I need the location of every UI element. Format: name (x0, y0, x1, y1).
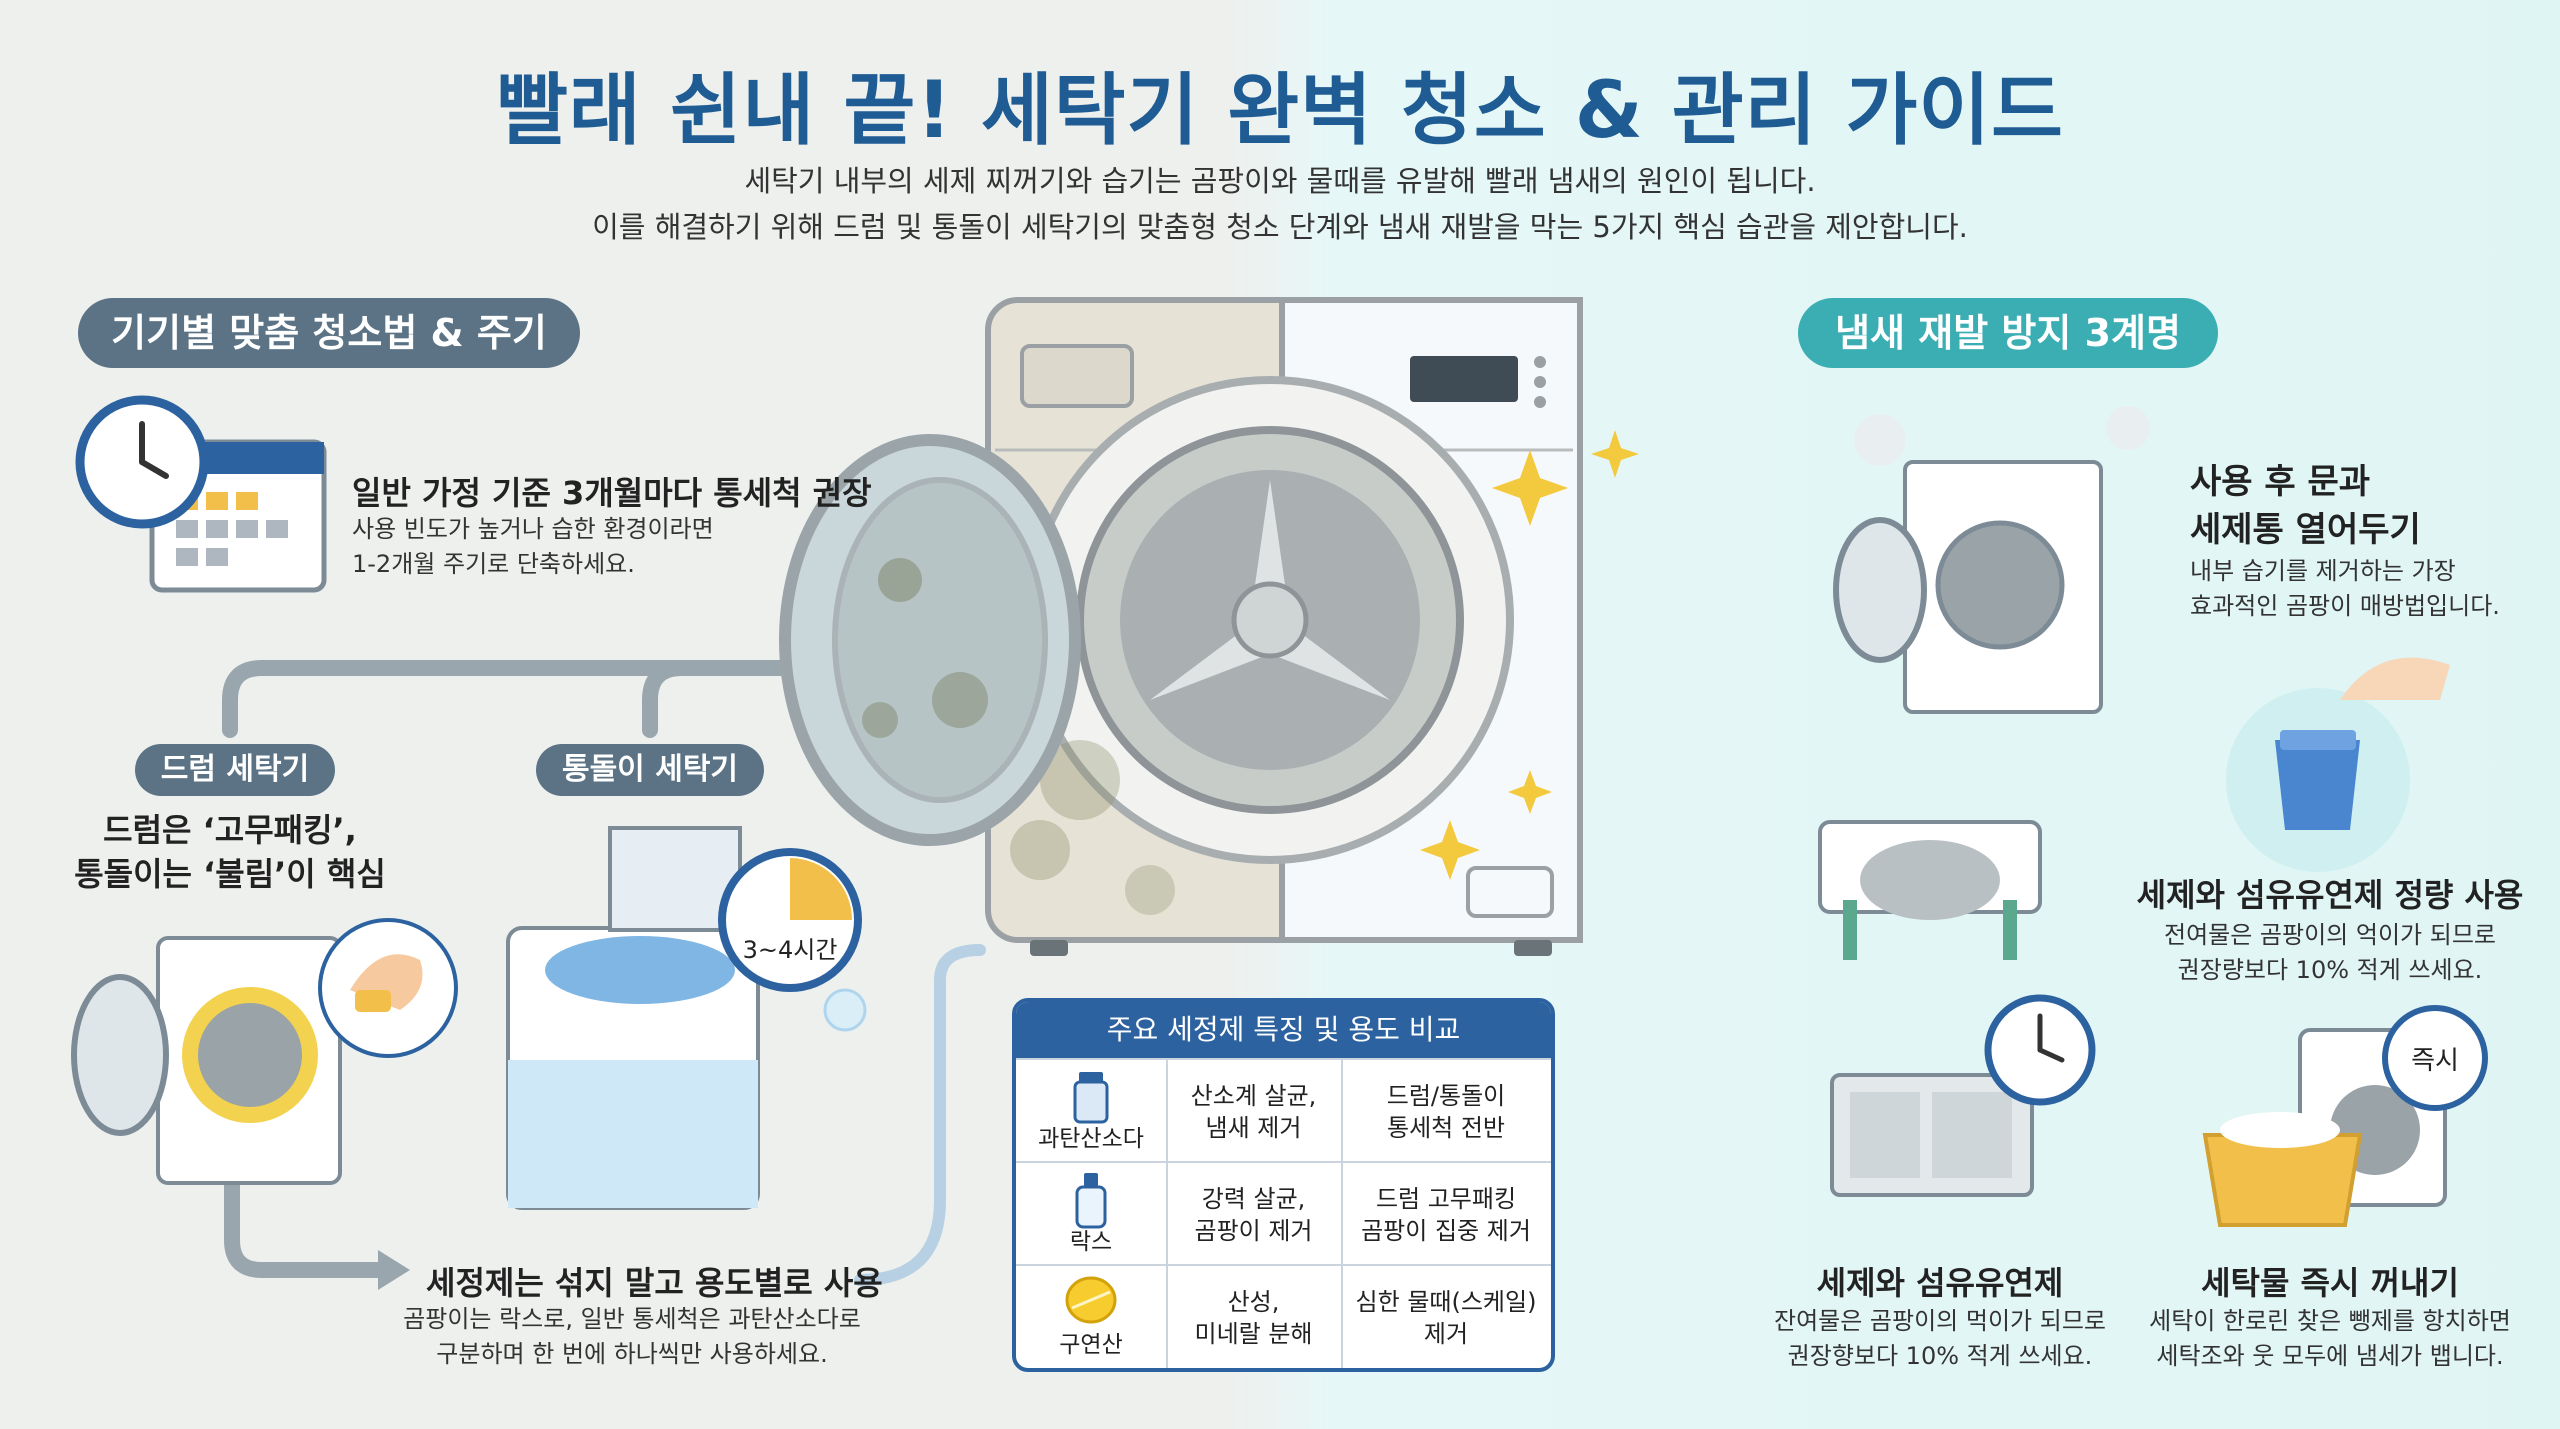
connector-drum (222, 660, 808, 738)
tip2-desc-line-2: 권장량보다 10% 적게 쓰세요. (2177, 956, 2483, 984)
section-header-prevention: 냄새 재발 방지 3계명 (1798, 298, 2218, 368)
tip3-desc-line-2: 권장향보다 10% 적게 쓰세요. (1787, 1342, 2093, 1370)
core-point: 드럼은 ‘고무패킹’, 통돌이는 ‘불림’이 핵심 (60, 808, 400, 896)
table-row: 구연산 산성, 미네랄 분해 심한 물때(스케일) 제거 (1016, 1264, 1551, 1368)
tip1-title-line-1: 사용 후 문과 (2190, 462, 2371, 502)
soak-time-label: 3~4시간 (742, 936, 838, 964)
tip2-desc-line-1: 전여물은 곰팡이의 억이가 되므로 (2163, 921, 2496, 949)
washing-machine-illustration (779, 297, 1639, 956)
cycle-desc-line-1: 사용 빈도가 높거나 습한 환경이라면 (352, 515, 714, 543)
cleaner-name: 락스 (1069, 1229, 1113, 1255)
lemon-icon (1065, 1276, 1117, 1324)
detergent-desc-line-2: 구분하며 한 번에 하나씩만 사용하세요. (436, 1340, 828, 1368)
tip1-title: 사용 후 문과 세제통 열어두기 (2190, 458, 2421, 554)
tag-drum-washer: 드럼 세탁기 (135, 744, 335, 796)
drum-washer-icon (71, 918, 458, 1185)
tip4-desc: 세탁이 한로린 찾은 뺑제를 항치하면 세탁조와 웃 모두에 냄세가 뱁니다. (2140, 1304, 2520, 1374)
connector-top (642, 660, 808, 738)
cleaner-feature: 산소계 살균, 냄새 제거 (1190, 1081, 1317, 1142)
laundry-basket-icon (2202, 1005, 2488, 1227)
cleaner-use: 드럼 고무패킹 곰팡이 집중 제거 (1361, 1184, 1531, 1245)
connector-table (854, 944, 986, 1286)
tip1-desc: 내부 습기를 제거하는 가장 효과적인 곰팡이 매방법입니다. (2190, 554, 2500, 624)
tip1-title-line-2: 세제통 열어두기 (2190, 510, 2421, 550)
top-loader-icon (506, 826, 867, 1210)
tip4-badge: 즉시 (2411, 1046, 2459, 1076)
subtitle-line-1: 세탁기 내부의 세제 찌꺼기와 습기는 곰팡이와 물때를 유발해 빨래 냄새의 … (744, 164, 1816, 198)
filter-clock-icon (1830, 994, 2096, 1197)
detergent-cup-icon (2226, 657, 2450, 872)
dispenser-drawer-icon (1818, 820, 2042, 960)
subtitle-line-2: 이를 해결하기 위해 드럼 및 통돌이 세탁기의 맞춤형 청소 단계와 냄새 재… (592, 210, 1968, 244)
table-row: 과탄산소다 산소계 살균, 냄새 제거 드럼/통돌이 통세척 전반 (1016, 1058, 1551, 1163)
arrow-head (378, 1250, 410, 1290)
tip4-title: 세탁물 즉시 꺼내기 (2201, 1264, 2459, 1302)
detergent-title: 세정제는 섞지 말고 용도별로 사용 (426, 1264, 883, 1302)
tip3-desc-line-1: 잔여물은 곰팡이의 먹이가 되므로 (1773, 1307, 2106, 1335)
cleaner-feature: 강력 살균, 곰팡이 제거 (1194, 1184, 1313, 1245)
detergent-desc: 곰팡이는 락스로, 일반 통세척은 과탄산소다로 구분하며 한 번에 하나씩만 … (392, 1302, 872, 1372)
cleaner-use: 심한 물때(스케일) 제거 (1355, 1287, 1537, 1348)
tip2-desc: 전여물은 곰팡이의 억이가 되므로 권장량보다 10% 적게 쓰세요. (2130, 918, 2530, 988)
cleaner-comparison-table: 주요 세정제 특징 및 용도 비교 과탄산소다 산소계 살균, 냄새 제거 드럼… (1012, 998, 1555, 1372)
cycle-title: 일반 가정 기준 3개월마다 통세척 권장 (352, 474, 872, 512)
section-header-cleaning: 기기별 맞춤 청소법 & 주기 (78, 298, 580, 368)
calendar-clock-icon (75, 395, 327, 593)
connector-detergent (224, 1172, 388, 1278)
tip3-desc: 잔여물은 곰팡이의 먹이가 되므로 권장향보다 10% 적게 쓰세요. (1760, 1304, 2120, 1374)
tip1-desc-line-1: 내부 습기를 제거하는 가장 (2190, 557, 2456, 585)
tip3-title: 세제와 섬유유연제 (1816, 1264, 2064, 1302)
tag-top-loader: 통돌이 세탁기 (536, 744, 764, 796)
soda-jar-icon (1073, 1072, 1109, 1124)
cycle-desc-line-2: 1-2개월 주기로 단축하세요. (352, 550, 635, 578)
tip2-title: 세제와 섬유유연제 정량 사용 (2136, 876, 2524, 914)
table-row: 락스 강력 살균, 곰팡이 제거 드럼 고무패킹 곰팡이 집중 제거 (1016, 1161, 1551, 1266)
core-point-line-2: 통돌이는 ‘불림’이 핵심 (74, 855, 386, 893)
cleaner-feature: 산성, 미네랄 분해 (1194, 1287, 1313, 1348)
cycle-desc: 사용 빈도가 높거나 습한 환경이라면 1-2개월 주기로 단축하세요. (352, 512, 714, 582)
tip4-desc-line-1: 세탁이 한로린 찾은 뺑제를 항치하면 (2149, 1307, 2511, 1335)
bleach-bottle-icon (1075, 1173, 1107, 1229)
page-subtitle: 세탁기 내부의 세제 찌꺼기와 습기는 곰팡이와 물때를 유발해 빨래 냄새의 … (0, 158, 2560, 250)
page-title: 빨래 쉰내 끝! 세탁기 완벽 청소 & 관리 가이드 (496, 66, 2064, 156)
tip4-desc-line-2: 세탁조와 웃 모두에 냄세가 뱁니다. (2156, 1342, 2504, 1370)
open-door-washer-icon (1833, 406, 2150, 714)
cleaner-use: 드럼/통돌이 통세척 전반 (1386, 1081, 1506, 1142)
tip1-desc-line-2: 효과적인 곰팡이 매방법입니다. (2190, 592, 2500, 620)
cleaner-name: 과탄산소다 (1038, 1126, 1144, 1152)
detergent-desc-line-1: 곰팡이는 락스로, 일반 통세척은 과탄산소다로 (403, 1305, 861, 1333)
table-header: 주요 세정제 특징 및 용도 비교 (1016, 1002, 1551, 1058)
cleaner-name: 구연산 (1059, 1332, 1123, 1358)
core-point-line-1: 드럼은 ‘고무패킹’, (103, 811, 357, 849)
